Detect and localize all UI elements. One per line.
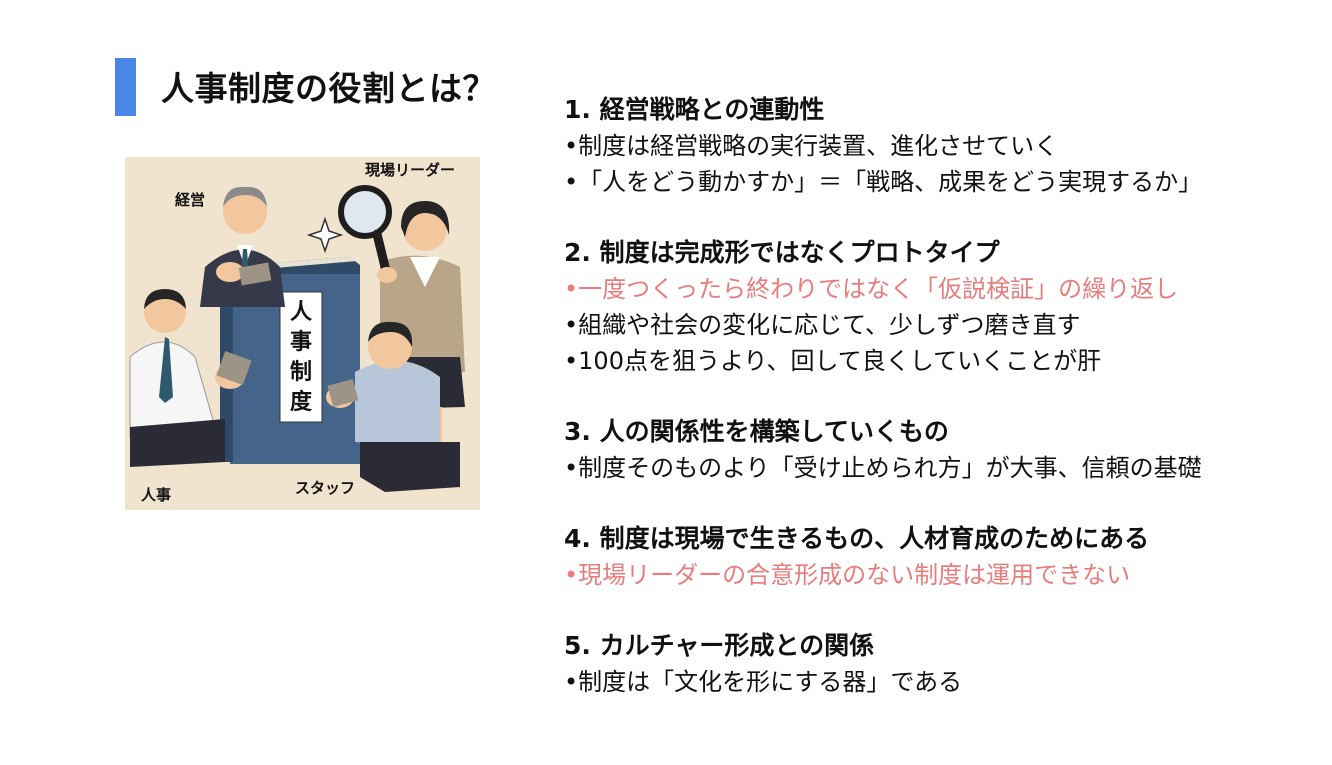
- section-heading: 5. カルチャー形成との関係: [564, 631, 875, 660]
- hr-system-book: 人 事 制 度: [220, 257, 360, 464]
- bullet-item: •「人をどう動かすか」＝「戦略、成果をどう実現するか」: [564, 168, 1203, 196]
- title-accent-bar: [115, 58, 136, 116]
- section-heading: 1. 経営戦略との連動性: [564, 95, 825, 124]
- bullet-item-highlighted: •現場リーダーの合意形成のない制度は運用できない: [564, 561, 1131, 589]
- section-heading: 4. 制度は現場で生きるもの、人材育成のためにある: [564, 524, 1150, 553]
- section-1: 1. 経営戦略との連動性 •制度は経営戦略の実行装置、進化させていく •「人をど…: [564, 92, 1304, 200]
- bullet-item: •制度そのものより「受け止められ方」が大事、信頼の基礎: [564, 454, 1202, 482]
- content-list: 1. 経営戦略との連動性 •制度は経営戦略の実行装置、進化させていく •「人をど…: [564, 92, 1304, 735]
- label-hr: 人事: [141, 486, 171, 504]
- label-staff: スタッフ: [295, 479, 355, 497]
- section-3: 3. 人の関係性を構築していくもの •制度そのものより「受け止められ方」が大事、…: [564, 414, 1304, 486]
- book-label-char-4: 度: [290, 389, 313, 415]
- bullet-item: •100点を狙うより、回して良くしていくことが肝: [564, 347, 1102, 375]
- label-field-leader: 現場リーダー: [365, 161, 455, 179]
- section-heading: 3. 人の関係性を構築していくもの: [564, 417, 949, 446]
- section-heading: 2. 制度は完成形ではなくプロトタイプ: [564, 238, 1000, 267]
- management-person: [200, 186, 285, 307]
- book-label-char-3: 制: [290, 360, 312, 385]
- book-label-char-1: 人: [290, 300, 312, 325]
- book-label-char-2: 事: [290, 329, 312, 355]
- bullet-item: •制度は経営戦略の実行装置、進化させていく: [564, 132, 1059, 160]
- hr-person: [129, 289, 252, 467]
- section-2: 2. 制度は完成形ではなくプロトタイプ •一度つくったら終わりではなく「仮説検証…: [564, 235, 1304, 379]
- page-title: 人事制度の役割とは？: [161, 69, 496, 108]
- label-management: 経営: [175, 191, 205, 209]
- bullet-item: •制度は「文化を形にする器」である: [564, 668, 963, 696]
- magnifying-glass-icon: [338, 185, 397, 283]
- staff-person: [326, 321, 460, 492]
- section-4: 4. 制度は現場で生きるもの、人材育成のためにある •現場リーダーの合意形成のな…: [564, 521, 1304, 593]
- bullet-item: •組織や社会の変化に応じて、少しずつ磨き直す: [564, 311, 1081, 339]
- sparkle-icon: [306, 216, 344, 254]
- illustration: 人 事 制 度: [125, 157, 480, 510]
- bullet-item-highlighted: •一度つくったら終わりではなく「仮説検証」の繰り返し: [564, 275, 1179, 303]
- section-5: 5. カルチャー形成との関係 •制度は「文化を形にする器」である: [564, 628, 1304, 700]
